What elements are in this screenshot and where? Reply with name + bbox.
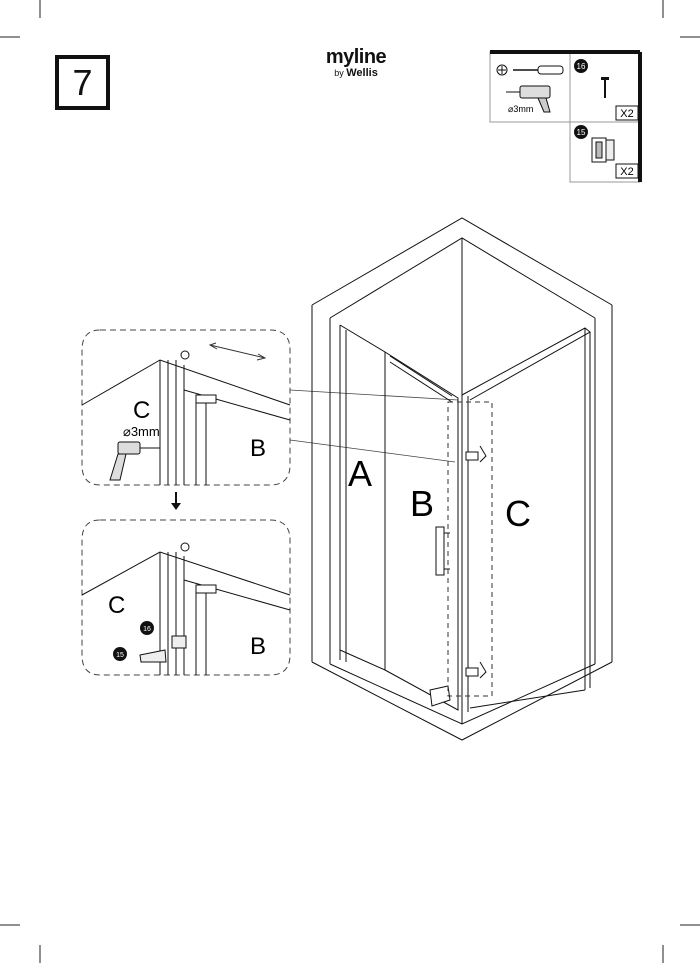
- drill-icon: [506, 85, 551, 113]
- screw-part-number: 16: [577, 62, 586, 71]
- detail-bottom-frame: [81, 519, 291, 676]
- qty-box: [615, 105, 639, 121]
- part-number-badge: [140, 621, 154, 635]
- brand-byline: by Wellis: [334, 67, 378, 79]
- bracket-qty: X2: [620, 166, 633, 178]
- detail-bottom-label-c: C: [108, 592, 125, 619]
- brand-name: myline: [325, 46, 387, 68]
- detail-top-label-c: C: [133, 397, 150, 424]
- panel-label-a: A: [348, 453, 372, 494]
- arrow-down-icon: [171, 492, 181, 510]
- bracket-part-number: 15: [577, 128, 586, 137]
- detail-bottom-part-15: 15: [116, 652, 124, 659]
- detail-bottom-part-16: 16: [143, 626, 151, 633]
- screw-icon: [601, 77, 609, 98]
- parts-panel: ⌀3mm 16 X2 15 X2: [489, 50, 642, 183]
- brand-company: Wellis: [346, 67, 378, 79]
- part-number-badge: [574, 125, 588, 139]
- step-number: 7: [55, 55, 110, 110]
- detail-bottom-label-b: B: [250, 633, 266, 660]
- screw-qty: X2: [620, 108, 633, 120]
- qty-box: [615, 163, 639, 179]
- part-number-badge: [574, 59, 588, 73]
- double-arrow-icon: [208, 342, 267, 361]
- detail-top-label-b: B: [250, 435, 266, 462]
- part-number-badge: [113, 647, 127, 661]
- drill-icon: [109, 441, 160, 481]
- brand-logo: myline by Wellis: [316, 46, 396, 79]
- bracket-icon: [591, 137, 615, 163]
- screwdriver-icon: [496, 64, 564, 76]
- drill-bit-size: ⌀3mm: [508, 104, 533, 114]
- detail-top-drill-bit: ⌀3mm: [123, 424, 160, 439]
- detail-top-frame: [81, 329, 291, 486]
- panel-label-b: B: [410, 483, 434, 524]
- panel-label-c: C: [505, 493, 531, 534]
